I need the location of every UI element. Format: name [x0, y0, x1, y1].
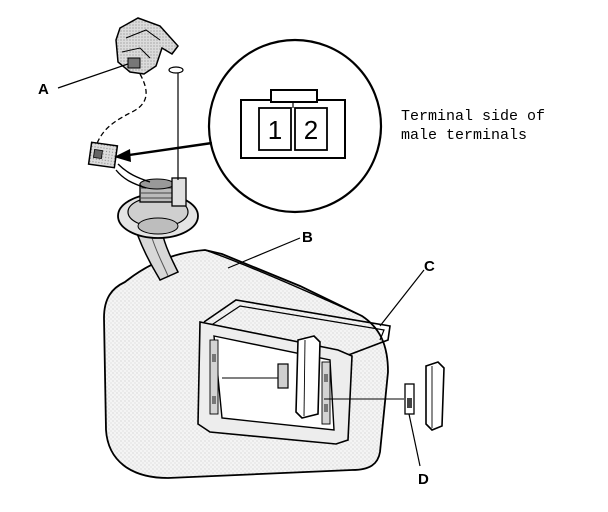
callout-b: B	[227, 229, 313, 269]
pin-1-label: 1	[268, 115, 282, 145]
svg-text:D: D	[418, 471, 429, 488]
terminal-note-line-1: Terminal side of	[401, 108, 545, 125]
visor-pivot-arm	[117, 66, 199, 281]
mirror-frame	[197, 321, 353, 445]
lens-cover	[295, 335, 321, 419]
connector-zoom-view: 1 2	[207, 38, 383, 214]
bulb	[277, 363, 289, 389]
wire-connector	[87, 141, 151, 189]
callout-a: A	[38, 63, 129, 98]
connector-clip-a	[115, 17, 179, 75]
zoom-pointer-arrow	[114, 141, 213, 162]
pin-2-label: 2	[304, 115, 318, 145]
svg-text:A: A	[38, 81, 49, 98]
svg-text:C: C	[424, 258, 435, 275]
wire-harness-dashed	[95, 73, 147, 147]
removed-lens	[425, 361, 445, 431]
callout-d: D	[408, 413, 429, 488]
pin-2-cell	[294, 107, 328, 151]
svg-text:B: B	[302, 229, 313, 246]
pin-1-cell	[258, 107, 292, 151]
terminal-note-line-2: male terminals	[401, 127, 527, 144]
callout-c: C	[379, 258, 435, 327]
